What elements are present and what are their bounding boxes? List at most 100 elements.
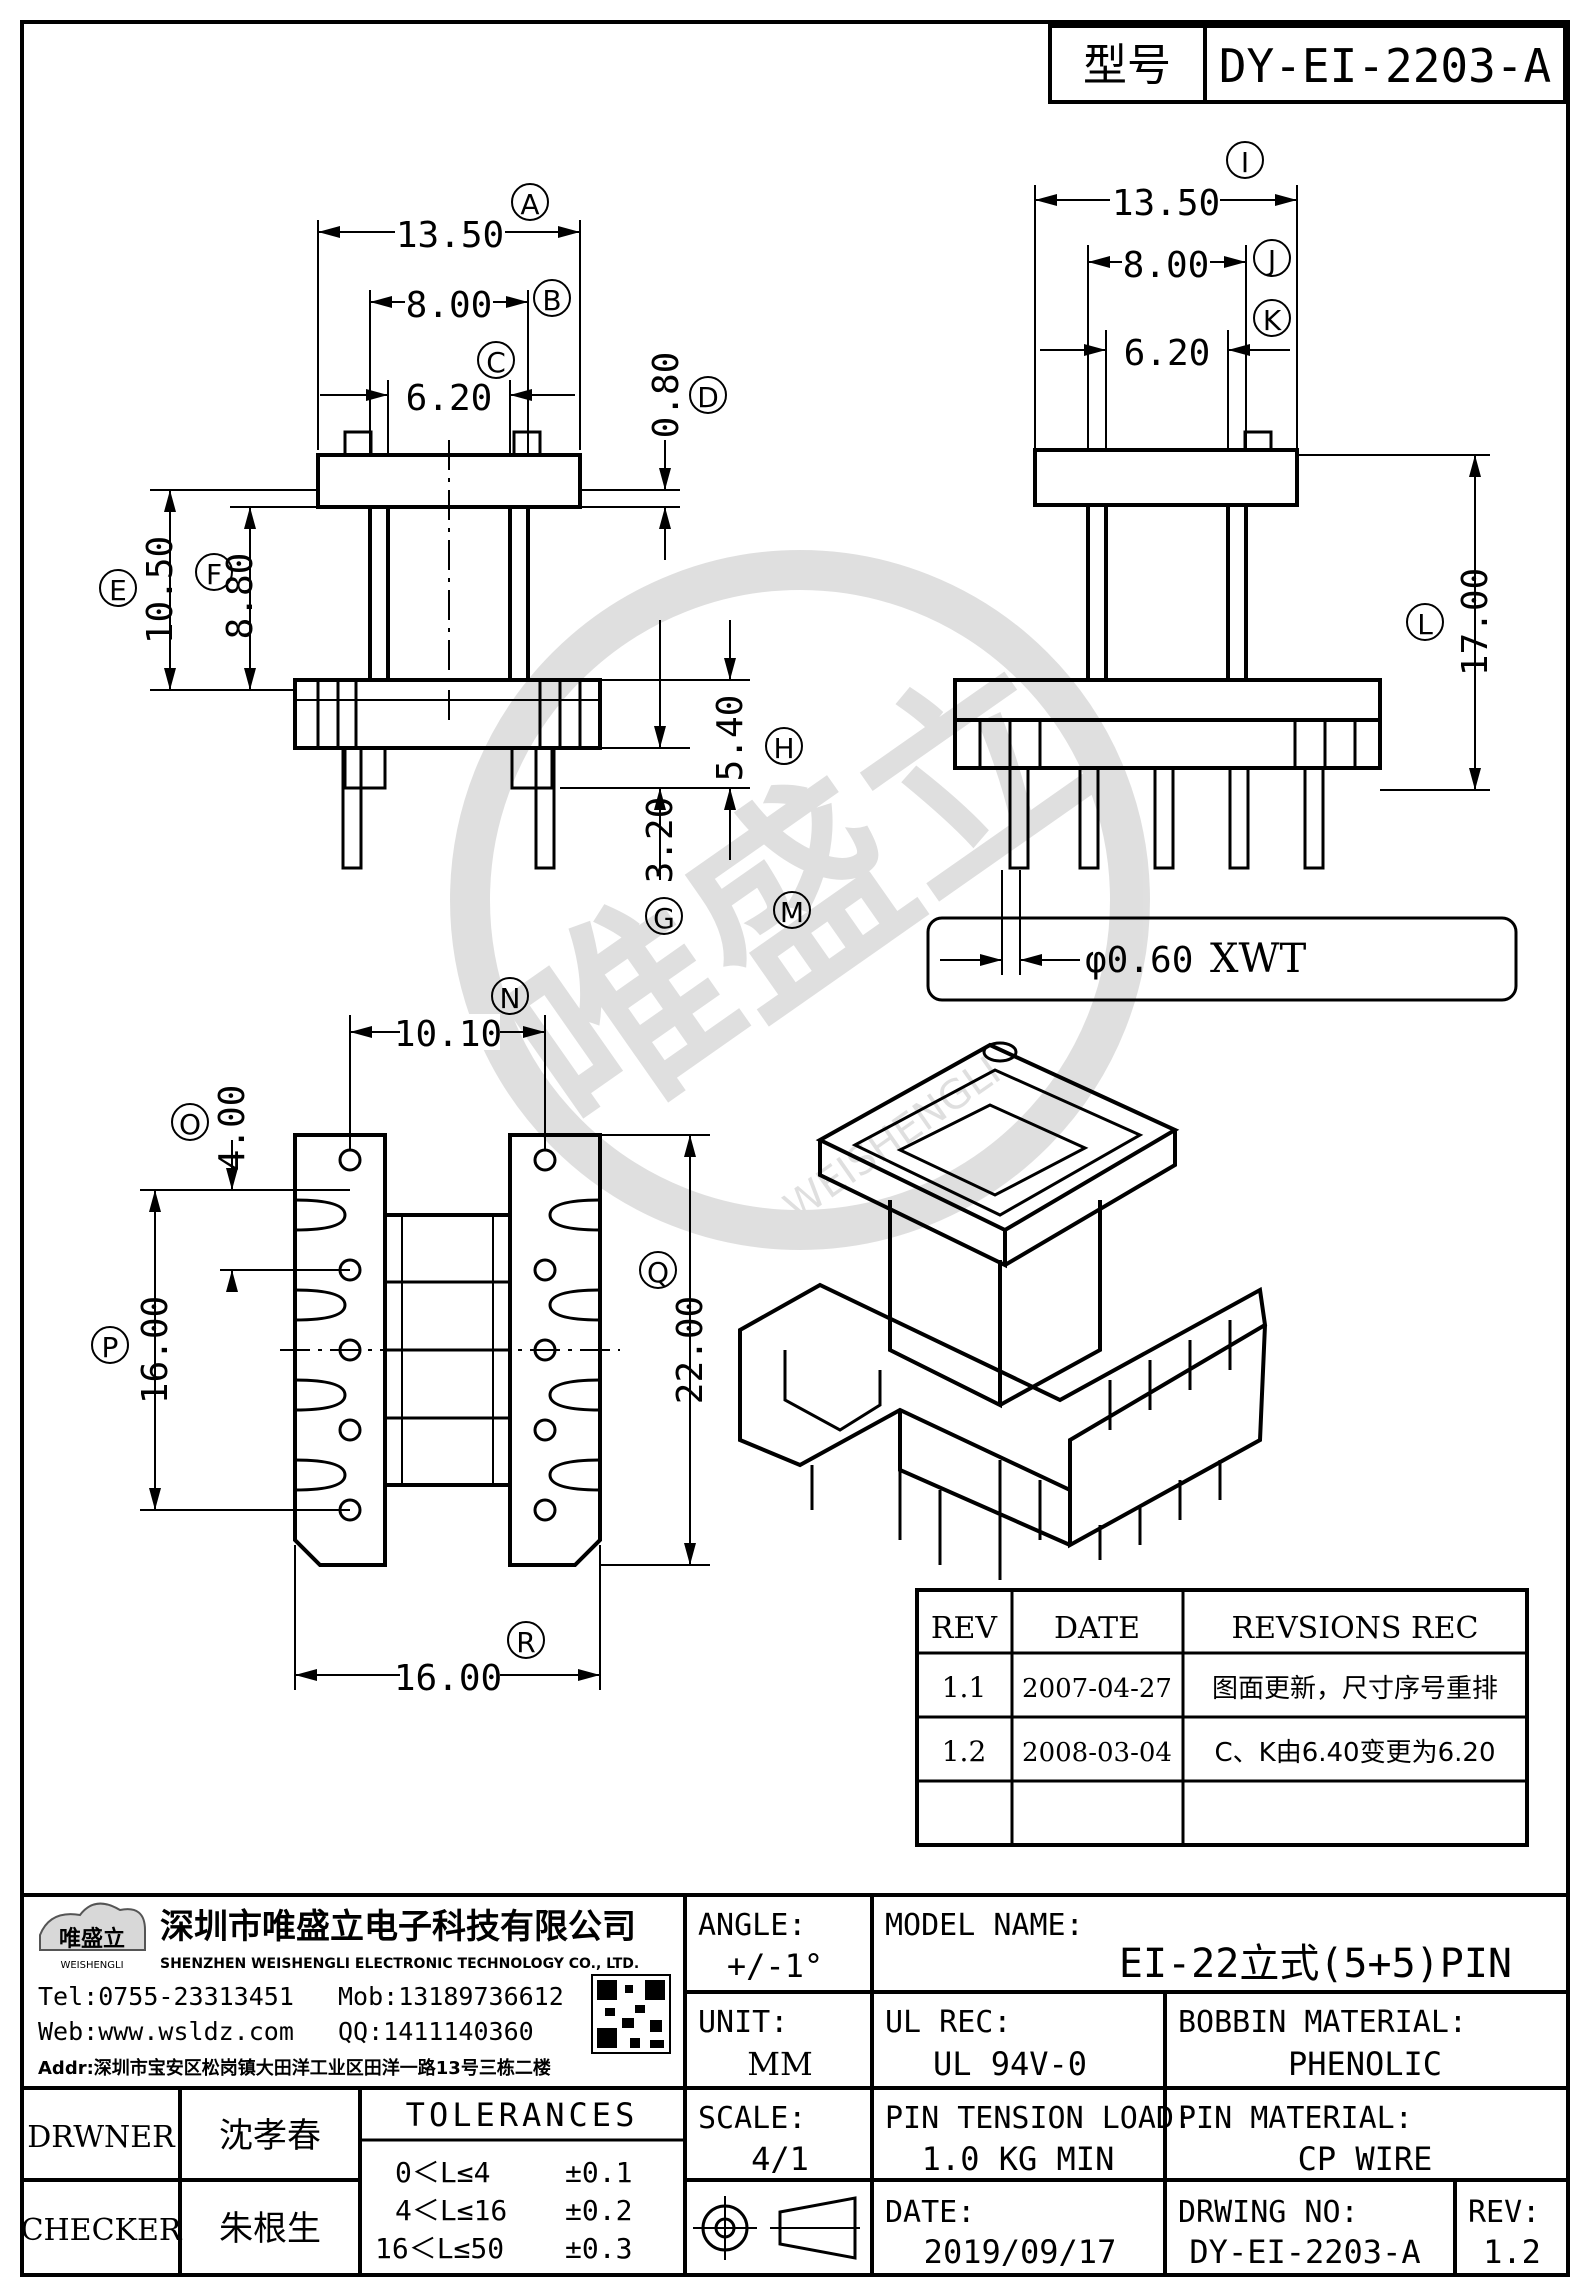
rev-header-rev: REV [931,1611,998,1646]
tol-value-3: ±0.3 [565,2232,632,2265]
dim-p: 16.00 [135,1296,176,1404]
projection-symbol-icon [693,2196,860,2260]
bottom-view: 10.10 N 4.00 O 16.00 P 22.00 Q [91,977,711,1699]
dim-l: 17.00 [1455,568,1496,676]
model-header: 型号 DY-EI-2203-A [1048,24,1567,104]
label-o: O [179,1108,201,1141]
side-view: 13.50 I 8.00 J 6.20 K 17.00 L [926,141,1518,1002]
bobbin-value: PHENOLIC [1288,2045,1442,2083]
label-d: D [697,381,719,414]
dim-f: 8.80 [220,553,261,640]
label-q: Q [647,1256,669,1289]
date-value: 2019/09/17 [924,2233,1117,2271]
tol-value-2: ±0.2 [565,2194,632,2227]
rev-row2-date: 2008-03-04 [1022,1738,1172,1768]
label-l: L [1417,608,1433,641]
scale-label: SCALE: [698,2101,806,2136]
type-label: 型号 [1083,40,1171,91]
label-h: H [773,732,794,765]
dim-a: 13.50 [396,215,504,256]
tol-value-1: ±0.1 [565,2156,632,2189]
unit-value: MM [747,2045,813,2083]
checker-value: 朱根生 [219,2209,321,2249]
rev-row2-rec: C、K由6.40变更为6.20 [1215,1738,1496,1768]
dim-o: 4.00 [212,1085,253,1172]
rev-value: 1.2 [1483,2233,1541,2271]
scale-value: 4/1 [751,2140,809,2178]
rev-header-rec: REVSIONS REC [1232,1611,1479,1646]
pin-diameter: φ0.60 [1085,940,1193,981]
pin-material-label: PIN MATERIAL: [1178,2101,1413,2136]
label-j: J [1266,244,1276,277]
dim-d: 0.80 [646,352,687,439]
dim-n: 10.10 [394,1014,502,1055]
dim-b: 8.00 [406,285,493,326]
company-tel: Tel:0755-23313451 [38,1982,294,2011]
front-view: 13.50 A 8.00 B 6.20 C 0.80 D [99,183,811,935]
bobbin-label: BOBBIN MATERIAL: [1178,2005,1467,2040]
tension-label: PIN TENSION LOAD: [885,2101,1192,2136]
model-value: EI-22立式(5+5)PIN [1119,1941,1512,1987]
unit-label: UNIT: [698,2005,788,2040]
title-block: 唯盛立 WEISHENGLI 深圳市唯盛立电子科技有限公司 SHENZHEN W… [21,1893,1568,2275]
label-a: A [520,188,539,221]
left-pin-slots [294,1148,362,1522]
dim-k: 6.20 [1124,333,1211,374]
dim-j: 8.00 [1123,245,1210,286]
label-f: F [206,558,222,591]
right-pin-slots [533,1148,601,1522]
angle-value: +/-1° [727,1947,823,1985]
label-m: M [780,896,804,929]
rev-row1-rev: 1.1 [942,1671,987,1704]
rev-header-date: DATE [1054,1611,1140,1646]
rev-row2-rev: 1.2 [942,1735,987,1768]
company-name-en: SHENZHEN WEISHENGLI ELECTRONIC TECHNOLOG… [160,1956,639,1972]
dim-r: 16.00 [394,1658,502,1699]
date-label: DATE: [885,2195,975,2230]
pin-material-value: CP WIRE [1298,2140,1433,2178]
rev-row1-date: 2007-04-27 [1022,1674,1172,1704]
checker-label: CHECKER [21,2213,183,2248]
dwg-label: DRWING NO: [1178,2195,1359,2230]
company-qq: QQ:1411140360 [338,2017,534,2046]
label-p: P [102,1331,119,1364]
dim-i: 13.50 [1112,183,1220,224]
logo-text: 唯盛立 [59,1926,125,1952]
dim-g: 3.20 [640,797,681,884]
dim-e: 10.50 [140,536,181,644]
dim-q: 22.00 [670,1296,711,1404]
isometric-view [738,1041,1268,1580]
model-label: MODEL NAME: [885,1908,1084,1943]
label-e: E [109,574,127,607]
tol-range-3: 16＜L≤50 [375,2232,504,2265]
sheet-border [20,20,1570,2277]
dim-h: 5.40 [710,695,751,782]
ul-label: UL REC: [885,2005,1011,2040]
label-g: G [653,902,675,935]
label-k: K [1263,304,1282,337]
tol-range-1: 0＜L≤4 [395,2156,490,2189]
company-addr: Addr:深圳市宝安区松岗镇大田洋工业区田洋一路13号三栋二楼 [38,2057,551,2079]
label-r: R [516,1626,535,1659]
company-mob: Mob:13189736612 [338,1982,564,2011]
qr-code-icon [591,1974,671,2054]
tension-value: 1.0 KG MIN [922,2140,1115,2178]
label-c: C [486,346,506,379]
tol-range-2: 4＜L≤16 [395,2194,507,2227]
rev-row1-rec: 图面更新，尺寸序号重排 [1212,1674,1498,1704]
type-value: DY-EI-2203-A [1219,39,1551,93]
company-web: Web:www.wsldz.com [38,2017,294,2046]
label-b: B [542,284,561,317]
rev-label: REV: [1468,2195,1540,2230]
drawer-value: 沈孝春 [219,2116,321,2156]
logo-sub: WEISHENGLI [60,1960,123,1971]
ul-value: UL 94V-0 [933,2045,1087,2083]
label-n: N [500,982,521,1015]
tolerances-title: TOLERANCES [406,2096,639,2134]
dim-c: 6.20 [406,378,493,419]
revision-table: REV DATE REVSIONS REC 1.1 2007-04-27 图面更… [915,1588,1529,1847]
pin-finish: XWT [1210,936,1307,982]
label-i: I [1241,146,1249,179]
